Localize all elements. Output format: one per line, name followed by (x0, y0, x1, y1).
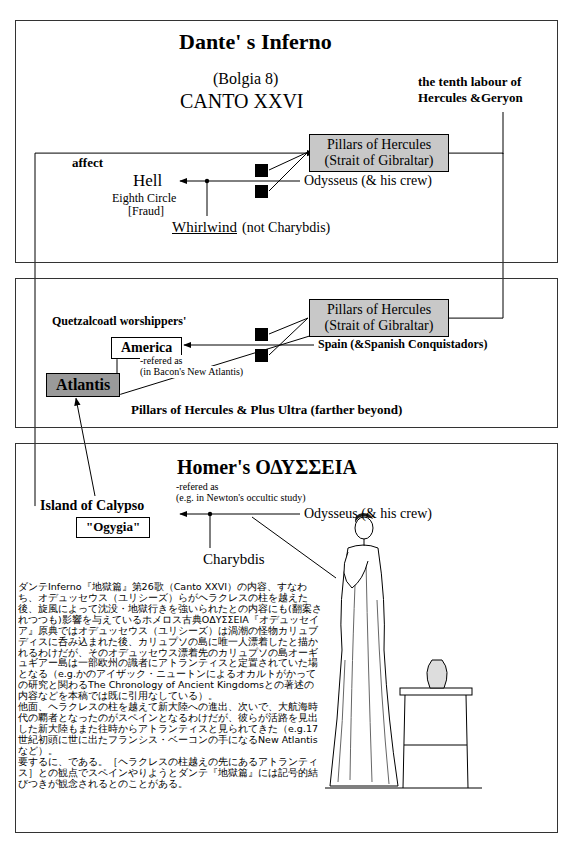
leader-line (210, 514, 211, 548)
annotation-label: Hell (133, 171, 162, 191)
annotation-label: (not Charybdis) (242, 220, 330, 236)
robe-folds (338, 562, 389, 784)
section-panel: Pillars of Hercules (Strait of Gibraltar… (15, 278, 558, 428)
table-leg (403, 695, 405, 788)
table-bar (404, 745, 467, 746)
connector (449, 153, 503, 318)
annotation-label: (in Bacon's New Atlantis) (140, 366, 243, 378)
table-top (400, 688, 472, 695)
pillars-box: Pillars of Hercules (Strait of Gibraltar… (309, 134, 449, 172)
box-text: America (121, 340, 172, 356)
annotation-label: Quetzalcoatl worshippers' (52, 315, 186, 329)
box-text: Pillars of Hercules (Strait of Gibraltar… (319, 137, 439, 169)
pillars-box: Pillars of Hercules (Strait of Gibraltar… (309, 299, 449, 337)
jar (427, 660, 447, 688)
connector (120, 336, 309, 394)
annotation-label: Spain (&Spanish Conquistadors) (318, 338, 487, 352)
box-heading: Island of Calypso (40, 498, 144, 514)
panel-heading: Homer's ΟΔΥΣΣΕΙΑ (177, 456, 357, 479)
box-text: "Ogygia" (86, 520, 140, 535)
leader-line (503, 112, 504, 154)
annotation-label: Odysseus (& his crew) (304, 173, 432, 189)
body-paragraph: 要するに、である。［ヘラクレスの柱越えの先にあるアトランティス］との観点でスペイ… (18, 757, 323, 790)
place-box: Island of Calypso"Ogygia" (76, 517, 150, 538)
leader-line (269, 318, 308, 355)
robe (330, 545, 398, 786)
table-leg (466, 695, 468, 788)
arm (344, 552, 368, 588)
annotation-label: -refered as (140, 355, 182, 367)
box-text: Pillars of Hercules (Strait of Gibraltar… (319, 302, 439, 334)
annotation-label: -refered as (176, 481, 218, 493)
body-paragraph: ダンテInferno『地獄篇』第26歌（Canto XXVI）の内容、すなわち、… (18, 582, 323, 702)
journey-arrow (180, 181, 300, 182)
leader-line (269, 152, 308, 191)
box-text: Atlantis (56, 376, 110, 394)
leader-line (207, 181, 208, 216)
connector (76, 398, 95, 496)
pillar-symbol (255, 164, 268, 177)
annotation-label: Hercules &Geryon (418, 91, 523, 106)
annotation-label: Whirlwind (172, 219, 237, 236)
connector (35, 153, 314, 506)
journey-arrow (184, 345, 314, 346)
panel-heading: Pillars of Hercules & Plus Ultra (farthe… (131, 402, 402, 418)
connector (117, 359, 118, 373)
leader-line (252, 517, 336, 578)
leader-line (269, 152, 308, 170)
text-column: ダンテInferno『地獄篇』第26歌（Canto XXVI）の内容、すなわち、… (18, 582, 558, 790)
leader-line (269, 318, 308, 334)
body-paragraph: 他面、ヘラクレスの柱を越えて新大陸への進出、次いで、大航海時代の覇者となったのが… (18, 702, 323, 757)
pillar-symbol (255, 185, 268, 198)
annotation-label: the tenth labour of (418, 75, 521, 90)
journey-arrow (180, 514, 300, 515)
calypso-figure (325, 513, 482, 788)
place-box: Atlantis (46, 373, 120, 397)
annotation-label: Charybdis (203, 551, 265, 568)
annotation-label: [Fraud] (128, 205, 164, 219)
annotation-label: (e.g. in Newton's occultic study) (176, 492, 306, 504)
annotation-label: Eighth Circle (112, 192, 176, 206)
edge-label: affect (72, 156, 103, 171)
annotation-label: CANTO XXVI (180, 90, 304, 113)
panel-heading: Dante' s Inferno (179, 29, 332, 55)
pillar-symbol (255, 328, 268, 341)
annotation-label: (Bolgia 8) (213, 70, 278, 88)
annotation-label: Odysseus (& his crew) (304, 506, 432, 522)
